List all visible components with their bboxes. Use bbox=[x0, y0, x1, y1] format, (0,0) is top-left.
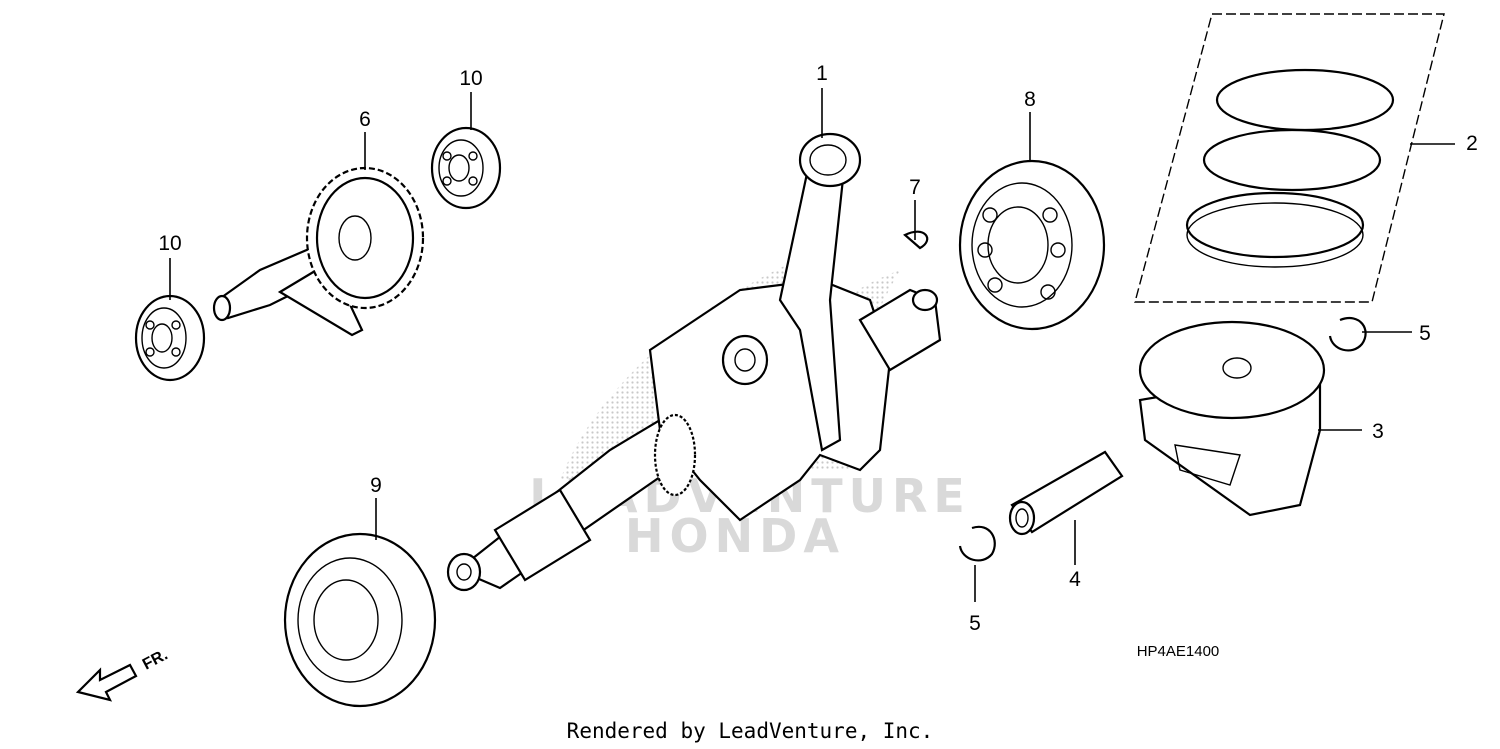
bearing-part-10-left[interactable] bbox=[134, 294, 206, 382]
callout-2: 2 bbox=[1466, 132, 1478, 155]
callout-9: 9 bbox=[370, 474, 382, 497]
front-direction-arrow: FR. bbox=[75, 646, 171, 702]
diagram-code: HP4AE1400 bbox=[1137, 643, 1220, 660]
bearing-part-8[interactable] bbox=[958, 159, 1106, 331]
callout-5-left: 5 bbox=[969, 612, 981, 635]
piston-rings-part-2[interactable] bbox=[1134, 13, 1445, 303]
bearing-part-9[interactable] bbox=[283, 532, 437, 708]
leader-lines bbox=[169, 88, 1455, 602]
crankshaft-part-1[interactable] bbox=[446, 132, 942, 592]
callout-6: 6 bbox=[359, 108, 371, 131]
credit-text: Rendered by LeadVenture, Inc. bbox=[567, 719, 934, 743]
front-arrow-label: FR. bbox=[140, 646, 171, 673]
woodruff-key-part-7[interactable] bbox=[903, 230, 929, 250]
callout-10-top: 10 bbox=[459, 67, 482, 90]
callout-3: 3 bbox=[1372, 420, 1384, 443]
piston-pin-clip-part-5-left[interactable] bbox=[958, 525, 996, 562]
piston-pin-clip-part-5-right[interactable] bbox=[1328, 317, 1367, 352]
callout-10-left: 10 bbox=[158, 232, 181, 255]
callouts: 1 2 3 4 5 5 6 7 8 9 10 10 bbox=[158, 62, 1478, 635]
callout-7: 7 bbox=[909, 176, 921, 199]
piston-part-3[interactable] bbox=[1138, 320, 1326, 517]
watermark-honda: HONDA bbox=[625, 509, 845, 563]
bearing-part-10-top[interactable] bbox=[430, 126, 502, 210]
callout-5-right: 5 bbox=[1419, 322, 1431, 345]
balancer-shaft-part-6[interactable] bbox=[212, 166, 425, 337]
callout-1: 1 bbox=[816, 62, 828, 85]
callout-8: 8 bbox=[1024, 88, 1036, 111]
piston-pin-part-4[interactable] bbox=[1008, 450, 1124, 536]
callout-4: 4 bbox=[1069, 568, 1081, 591]
